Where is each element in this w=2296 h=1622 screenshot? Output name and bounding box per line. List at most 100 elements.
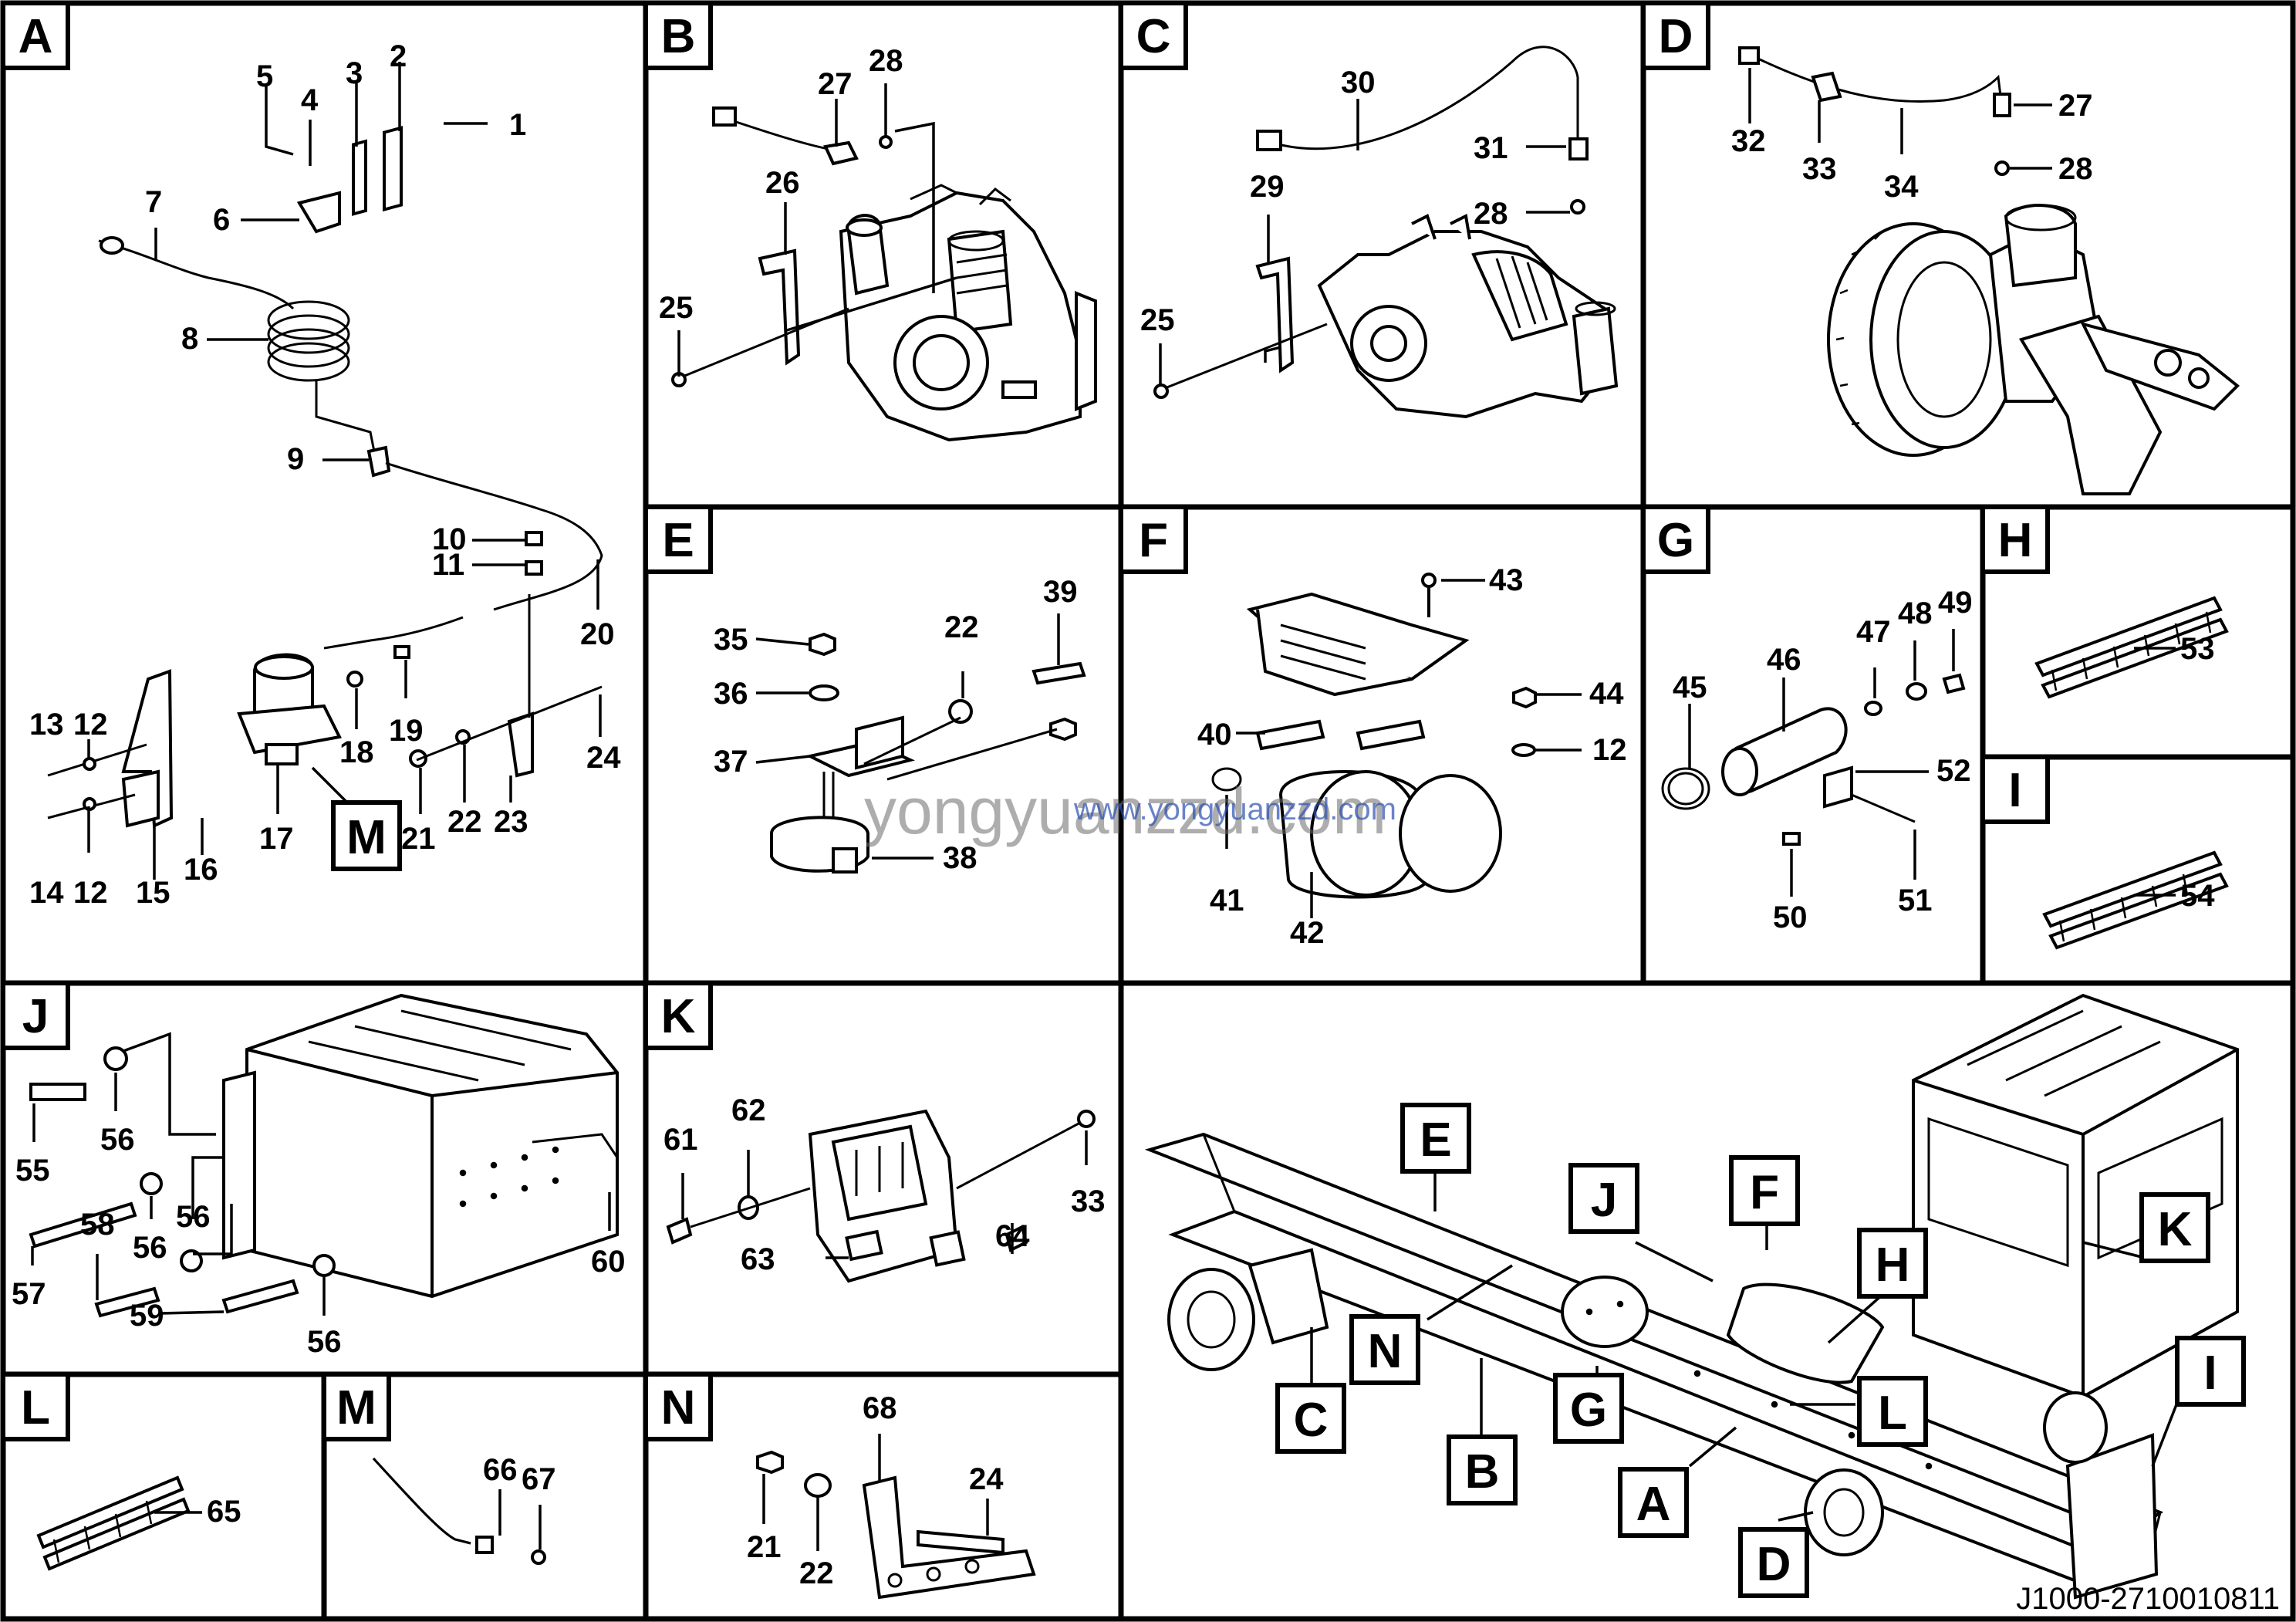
svg-text:H: H <box>1876 1238 1910 1292</box>
panel-d-leaders <box>1748 68 2052 170</box>
svg-text:56: 56 <box>176 1200 211 1234</box>
panel-m-callouts: 66 67 <box>483 1453 556 1496</box>
svg-text:11: 11 <box>432 548 464 582</box>
svg-text:14: 14 <box>29 876 64 910</box>
panel-m-leaders <box>498 1489 542 1549</box>
svg-text:N: N <box>661 1381 696 1434</box>
panel-label-c: C <box>1119 1 1188 70</box>
svg-text:37: 37 <box>714 745 748 779</box>
svg-text:B: B <box>1465 1445 1500 1499</box>
svg-text:F: F <box>1750 1166 1779 1219</box>
panel-label-i: I <box>1980 755 2050 824</box>
panel-g-drawing <box>1661 673 1966 846</box>
svg-text:30: 30 <box>1341 66 1376 100</box>
svg-text:N: N <box>1368 1325 1403 1378</box>
svg-text:12: 12 <box>73 876 108 910</box>
panel-label-j: J <box>1 981 70 1050</box>
panel-c-callouts: 25 28 29 30 31 <box>1140 66 1508 337</box>
svg-text:5: 5 <box>256 59 273 93</box>
svg-text:59: 59 <box>130 1299 164 1333</box>
locator-k: K <box>2139 1192 2210 1263</box>
panel-e-drawing <box>770 632 1086 874</box>
panel-label-b: B <box>643 1 713 70</box>
svg-text:L: L <box>1878 1387 1907 1440</box>
panel-f-drawing <box>1211 573 1537 899</box>
svg-text:20: 20 <box>580 617 615 651</box>
panel-j-leaders <box>31 1032 611 1316</box>
panel-a-drawing <box>47 126 603 829</box>
svg-text:42: 42 <box>1290 916 1325 950</box>
svg-text:61: 61 <box>663 1123 698 1157</box>
svg-text:56: 56 <box>307 1325 342 1359</box>
svg-text:28: 28 <box>1474 197 1508 231</box>
panel-n-callouts: 21 22 24 68 <box>747 1391 1004 1590</box>
svg-text:50: 50 <box>1773 901 1808 934</box>
svg-text:46: 46 <box>1767 643 1801 677</box>
svg-text:22: 22 <box>447 805 482 839</box>
svg-text:8: 8 <box>181 322 198 356</box>
svg-text:21: 21 <box>401 822 436 856</box>
panel-label-d: D <box>1641 1 1710 70</box>
panel-d-drawing <box>1738 46 2240 495</box>
svg-text:34: 34 <box>1884 170 1919 204</box>
svg-text:12: 12 <box>73 708 108 742</box>
watermark-large: yongyuanzzd.com <box>864 775 1386 847</box>
panel-label-f: F <box>1119 505 1188 574</box>
svg-text:K: K <box>661 990 696 1043</box>
svg-text:24: 24 <box>586 741 621 775</box>
svg-text:G: G <box>1657 514 1694 567</box>
panel-label-h: H <box>1980 505 2050 574</box>
svg-text:3: 3 <box>346 56 363 90</box>
svg-text:27: 27 <box>2058 89 2093 123</box>
panel-label-m: M <box>322 1372 391 1441</box>
svg-text:38: 38 <box>943 841 977 875</box>
svg-text:22: 22 <box>799 1556 834 1590</box>
svg-text:64: 64 <box>995 1219 1030 1253</box>
svg-text:M: M <box>346 811 387 864</box>
svg-text:68: 68 <box>863 1391 897 1425</box>
locator-n: N <box>1349 1314 1420 1385</box>
svg-text:49: 49 <box>1938 586 1973 620</box>
svg-text:16: 16 <box>184 853 218 887</box>
svg-text:17: 17 <box>259 822 294 856</box>
locator-b: B <box>1447 1434 1518 1505</box>
svg-text:15: 15 <box>136 876 171 910</box>
svg-text:62: 62 <box>731 1093 766 1127</box>
panel-h-drawing <box>2034 596 2229 699</box>
svg-text:E: E <box>662 514 694 567</box>
svg-text:28: 28 <box>869 44 903 78</box>
svg-text:29: 29 <box>1250 170 1285 204</box>
locator-e: E <box>1400 1103 1471 1174</box>
svg-text:12: 12 <box>1592 733 1627 767</box>
svg-text:6: 6 <box>213 203 230 237</box>
panel-c-leaders <box>1159 99 1570 386</box>
svg-text:1: 1 <box>509 108 526 142</box>
panel-b-callouts: 25 26 27 28 <box>659 44 903 325</box>
panel-n-leaders <box>762 1434 989 1551</box>
svg-text:35: 35 <box>714 623 748 657</box>
locator-f: F <box>1729 1155 1800 1226</box>
svg-text:F: F <box>1139 514 1168 567</box>
svg-text:25: 25 <box>659 291 694 325</box>
svg-text:9: 9 <box>287 442 304 476</box>
svg-text:A: A <box>1636 1478 1671 1531</box>
svg-text:4: 4 <box>301 83 319 117</box>
svg-text:A: A <box>19 10 53 63</box>
panel-label-k: K <box>643 981 713 1050</box>
svg-text:27: 27 <box>818 67 853 101</box>
svg-text:57: 57 <box>12 1277 46 1311</box>
svg-text:51: 51 <box>1898 884 1933 917</box>
svg-text:28: 28 <box>2058 152 2093 186</box>
panel-h-callout: 53 <box>2180 632 2215 666</box>
document-number: J1000-2710010811 <box>2016 1582 2280 1616</box>
panel-label-e: E <box>643 505 713 574</box>
panel-c-drawing <box>1153 46 1619 419</box>
locator-a: A <box>1618 1467 1689 1538</box>
svg-text:13: 13 <box>29 708 64 742</box>
svg-text:E: E <box>1420 1113 1451 1167</box>
panel-e-callouts: 22 35 36 37 38 39 <box>714 575 1078 875</box>
svg-text:43: 43 <box>1489 563 1524 597</box>
svg-text:J: J <box>1591 1174 1617 1227</box>
svg-text:J: J <box>22 990 49 1043</box>
